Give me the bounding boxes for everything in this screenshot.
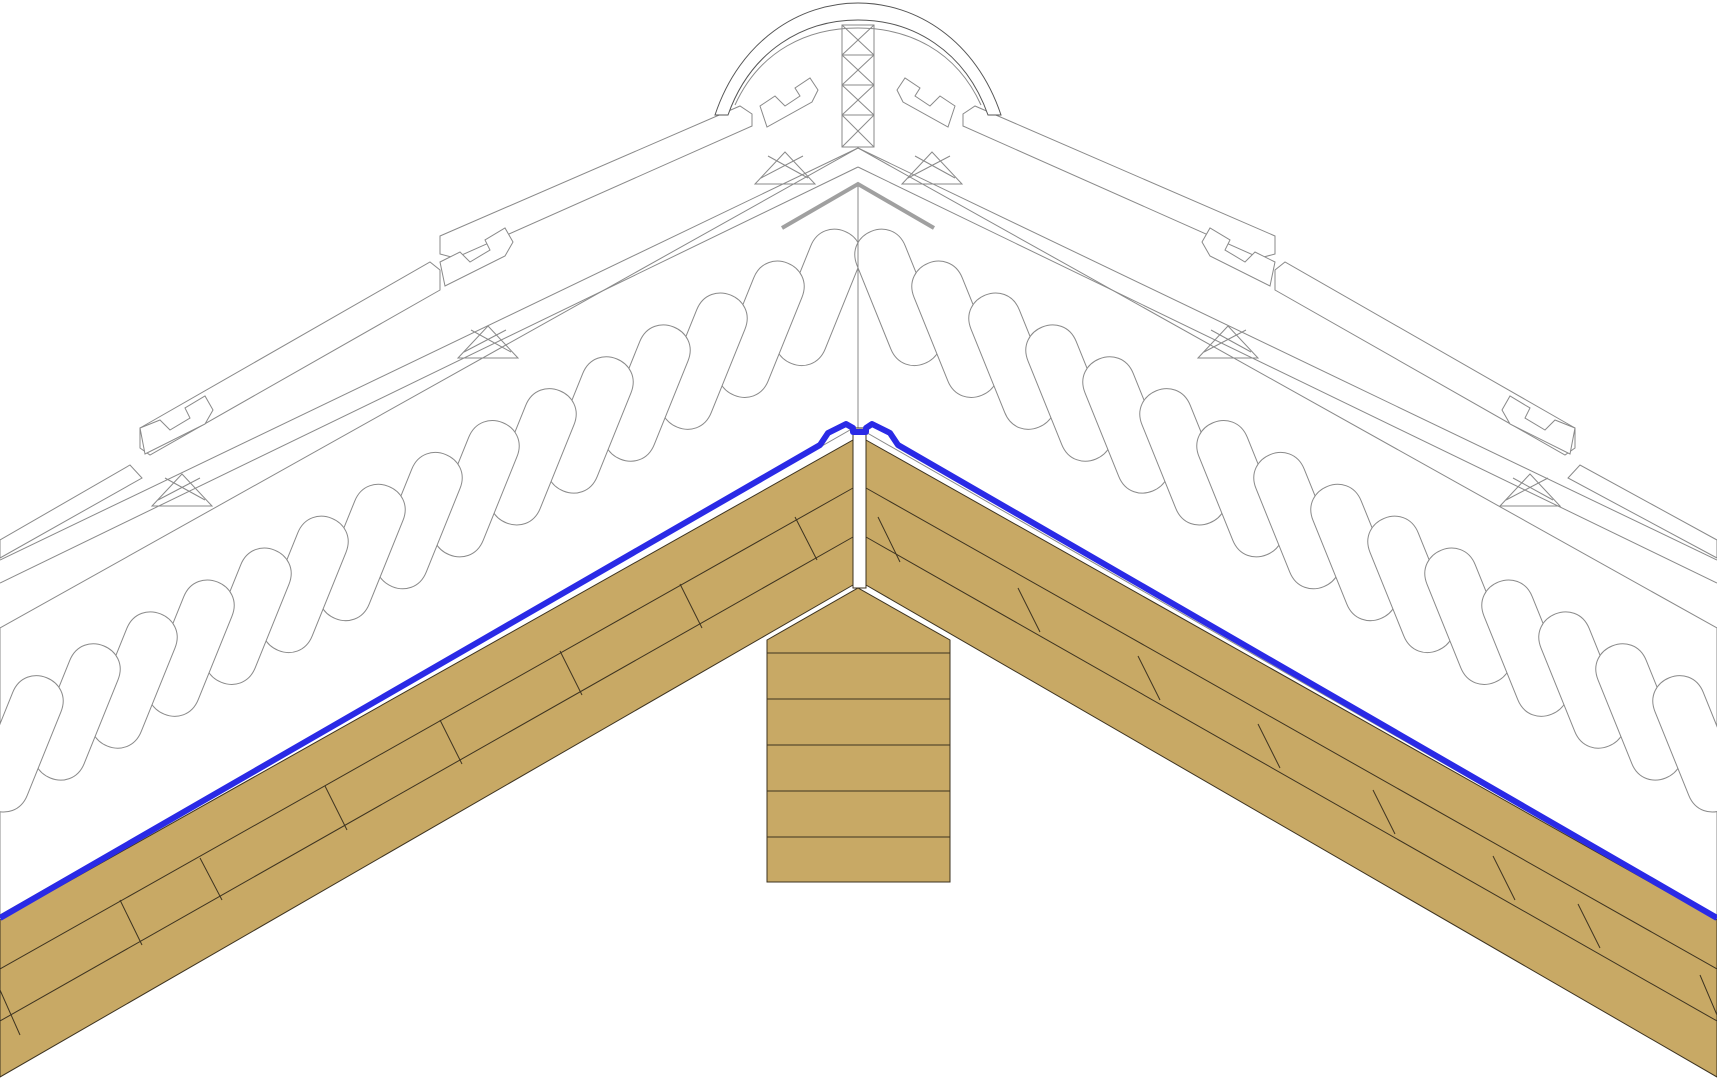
ridge-flashing: [780, 181, 936, 230]
ridge-beam: [766, 587, 951, 883]
batten-right-2: [1196, 325, 1260, 359]
insulation-loop: [1652, 675, 1717, 813]
ridge-gap: [852, 427, 867, 589]
tile-battens: [150, 151, 1562, 507]
ridge-batten: [841, 24, 875, 148]
batten-left-2: [456, 325, 520, 359]
insulation-loops-left: [0, 228, 862, 813]
insulation-layer: [0, 147, 1717, 921]
insulation-loop: [0, 675, 64, 813]
roof-tiles-left: [0, 77, 819, 559]
insulation-loops-right: [854, 228, 1717, 813]
batten-left-1: [150, 473, 214, 507]
batten-right-3: [900, 151, 964, 185]
roof-tiles-right: [896, 77, 1717, 559]
membrane: [0, 421, 1717, 921]
batten-left-3: [753, 151, 817, 185]
batten-right-1: [1498, 473, 1562, 507]
counter-battens: [0, 147, 1717, 584]
ridge-tile: [714, 2, 1002, 116]
timber-roof-deck-right: [865, 439, 1717, 1078]
